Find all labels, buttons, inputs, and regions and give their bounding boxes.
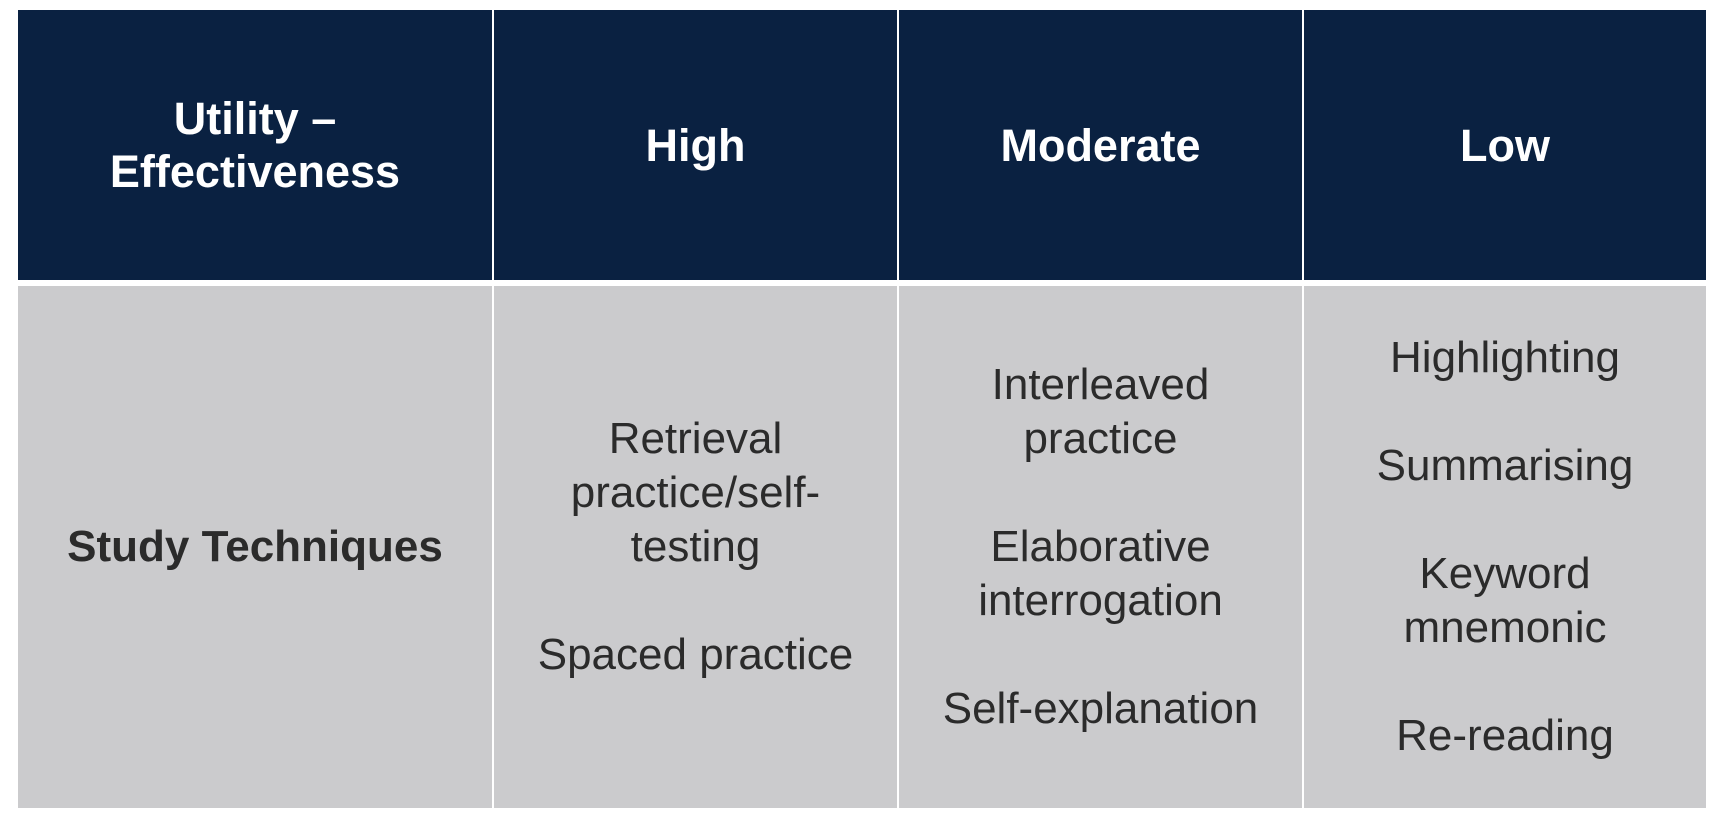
header-low: Low — [1304, 10, 1706, 280]
technique-re-reading: Re-reading — [1396, 711, 1614, 760]
technique-keyword-mnemonic: Keyword mnemonic — [1403, 549, 1607, 652]
technique-summarising: Summarising — [1376, 441, 1634, 490]
high-techniques-cell: Retrieval practice/self-testing Spaced p… — [494, 286, 897, 808]
header-utility-label: Utility – Effectiveness — [109, 93, 401, 197]
technique-interleaved-practice: Interleaved practice — [991, 360, 1210, 463]
header-high: High — [494, 10, 897, 280]
header-low-label: Low — [1460, 119, 1550, 171]
technique-spaced-practice: Spaced practice — [537, 630, 854, 679]
low-techniques-cell: Highlighting Summarising Keyword mnemoni… — [1304, 286, 1706, 808]
moderate-techniques-cell: Interleaved practice Elaborative interro… — [899, 286, 1302, 808]
header-moderate-label: Moderate — [1000, 119, 1201, 171]
utility-effectiveness-table: Utility – Effectiveness High Moderate Lo… — [18, 10, 1706, 808]
study-techniques-label: Study Techniques — [67, 522, 443, 571]
technique-self-explanation: Self-explanation — [942, 684, 1259, 733]
row-label-cell: Study Techniques — [18, 286, 492, 808]
technique-elaborative-interrogation: Elaborative interrogation — [978, 522, 1223, 625]
header-moderate: Moderate — [899, 10, 1302, 280]
technique-highlighting: Highlighting — [1390, 333, 1620, 382]
header-utility-effectiveness: Utility – Effectiveness — [18, 10, 492, 280]
header-high-label: High — [645, 119, 746, 171]
technique-retrieval-practice: Retrieval practice/self-testing — [570, 414, 821, 571]
